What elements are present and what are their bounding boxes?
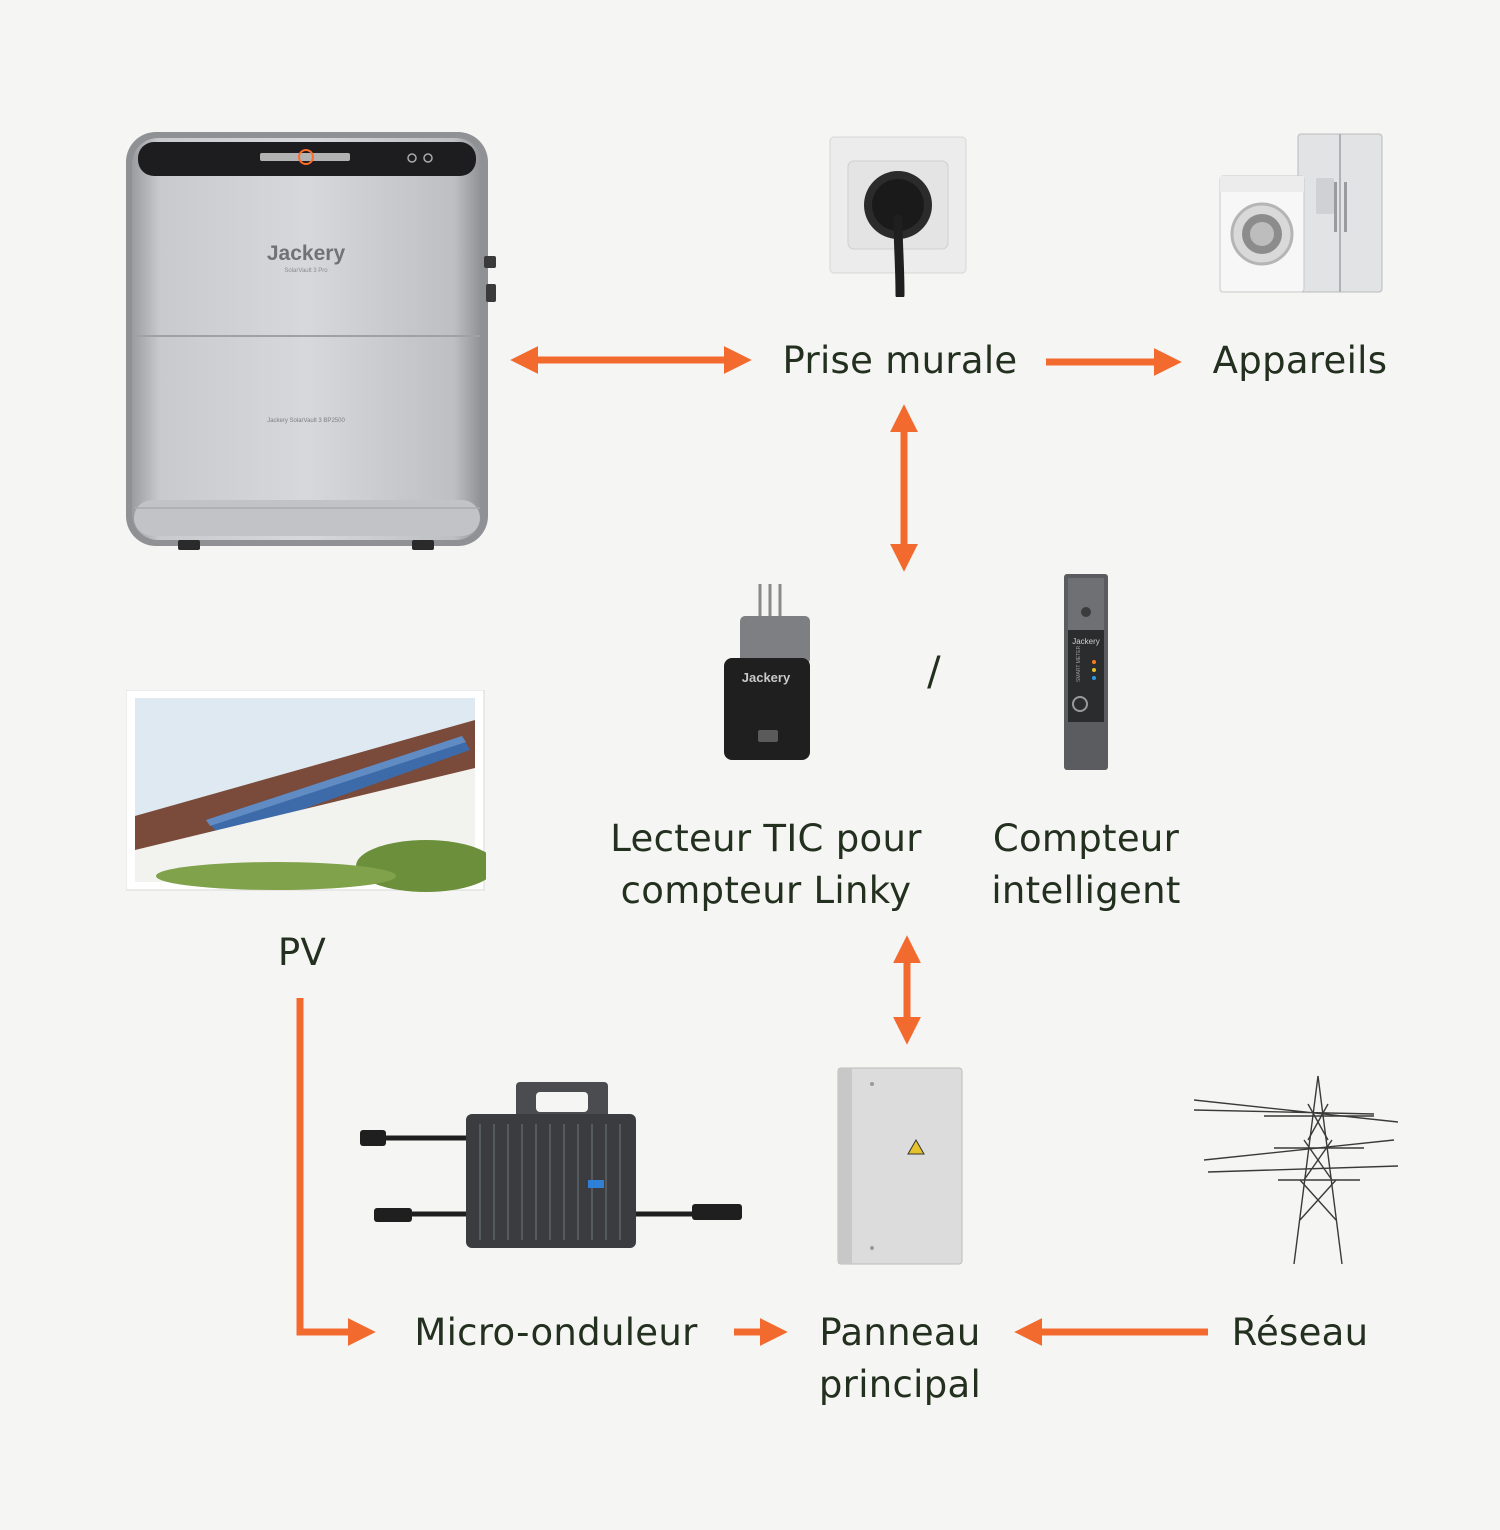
smart-meter-side-text: SMART METER (1076, 645, 1082, 682)
microinverter-label: Micro-onduleur (414, 1311, 698, 1354)
battery-model-full-text: Jackery SolarVault 3 BP2500 (267, 418, 345, 424)
grid-pylon-image (1194, 1075, 1398, 1265)
wall-outlet-image (829, 136, 967, 297)
appliances-image (1219, 133, 1383, 293)
tic-reader-image: Jackery (724, 584, 810, 760)
wall-outlet-label: Prise murale (782, 339, 1018, 382)
appliances-label: Appareils (1212, 339, 1388, 382)
solarvault-battery-image: Jackery SolarVault 3 Pro Jackery SolarVa… (126, 132, 496, 550)
pv-label: PV (277, 931, 327, 974)
main-panel-image (837, 1067, 963, 1265)
pv-roof-photo (126, 690, 486, 892)
device-separator-slash: / (927, 649, 941, 695)
tic-reader-label-line1: Lecteur TIC pour (610, 817, 922, 860)
main-panel-label-line1: Panneau (819, 1311, 981, 1354)
tic-reader-label-line2: compteur Linky (620, 869, 912, 912)
smart-meter-label-line2: intelligent (991, 869, 1181, 912)
smart-meter-label-line1: Compteur (992, 817, 1180, 860)
microinverter-image (360, 1082, 742, 1248)
smart-meter-brand-text: Jackery (1072, 637, 1100, 646)
battery-brand-text: Jackery (267, 242, 346, 265)
grid-label: Réseau (1231, 1311, 1369, 1354)
arrow-pv-microinverter (296, 998, 376, 1346)
battery-model-text: SolarVault 3 Pro (284, 268, 328, 274)
tic-reader-brand-text: Jackery (742, 670, 791, 685)
smart-meter-image: Jackery SMART METER (1064, 574, 1108, 770)
main-panel-label-line2: principal (818, 1363, 982, 1406)
